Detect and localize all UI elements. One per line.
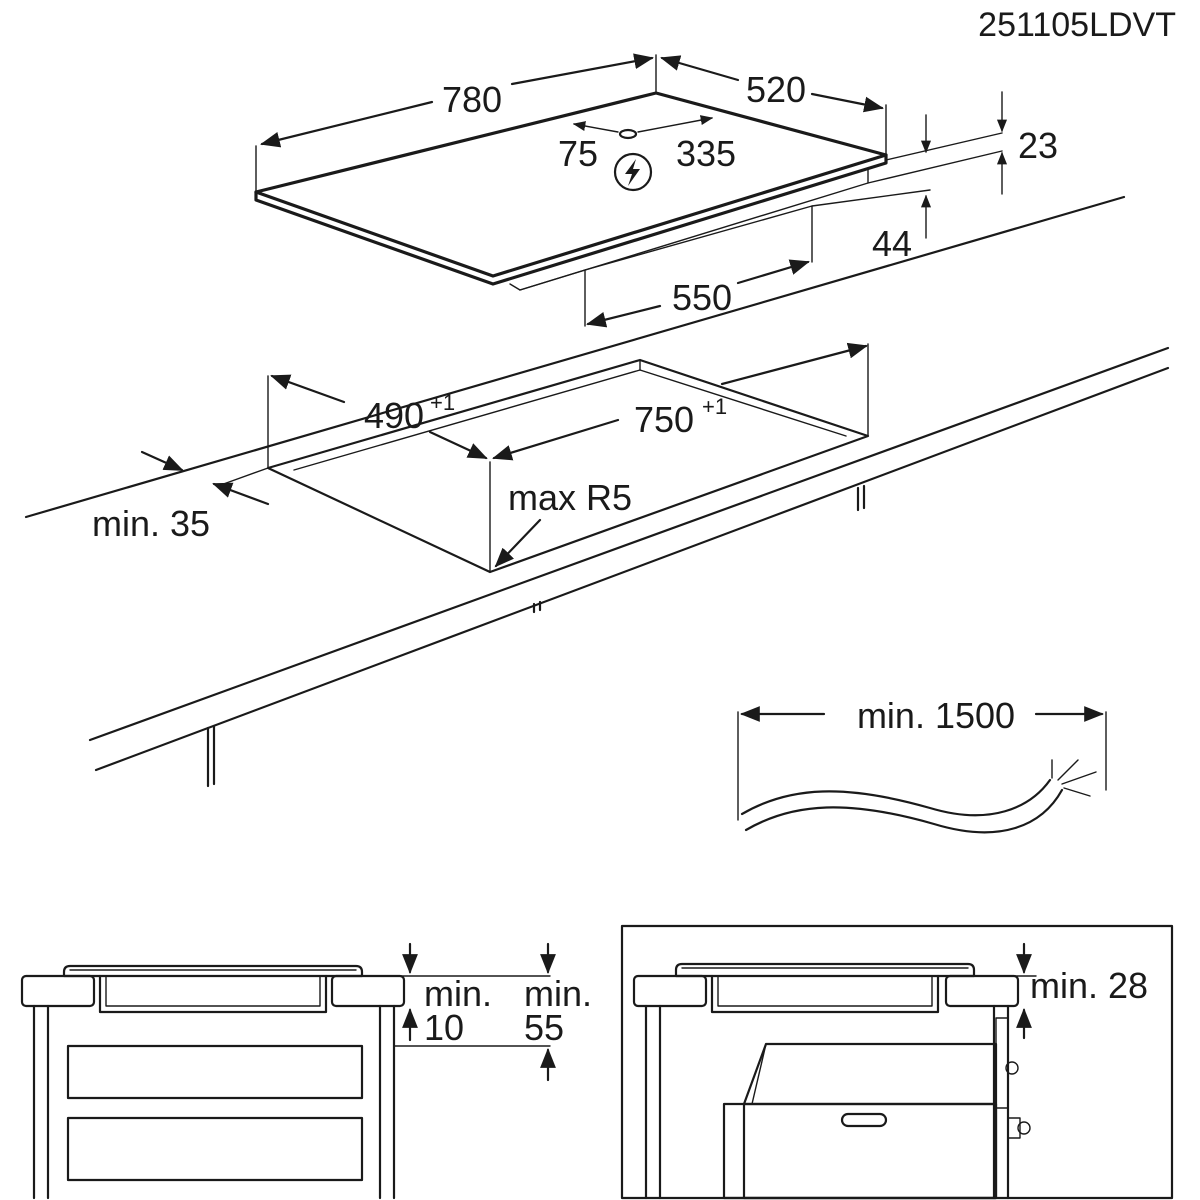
dimension-23: 23 bbox=[867, 91, 1058, 195]
edge-distance-label: min. 35 bbox=[92, 503, 210, 544]
hob-glass-top bbox=[254, 91, 888, 278]
body-height-label: 44 bbox=[872, 223, 912, 264]
cable-length-label: min. 1500 bbox=[857, 695, 1015, 736]
hob-body-edge bbox=[509, 169, 869, 291]
dimension-550: 550 bbox=[586, 259, 810, 328]
oven-handle bbox=[840, 1112, 888, 1128]
body-depth-label: 550 bbox=[672, 277, 732, 318]
connector-hole bbox=[618, 128, 638, 140]
dimension-490: 490 +1 bbox=[270, 374, 488, 460]
dimension-750: 750 +1 bbox=[492, 342, 868, 461]
dimension-max-r5: max R5 bbox=[494, 477, 632, 568]
dimension-44: 44 bbox=[811, 189, 932, 264]
dimension-780: 780 bbox=[255, 53, 657, 193]
hob-drawing bbox=[254, 91, 888, 327]
gap-label-1: min. bbox=[424, 973, 492, 1014]
section-drawer: min. 10 min. 55 bbox=[20, 942, 592, 1200]
corner-radius-label: max R5 bbox=[508, 477, 632, 518]
hob-body-left bbox=[519, 269, 586, 327]
document-code: 251105LDVT bbox=[978, 6, 1176, 44]
hob-glass-edge bbox=[254, 153, 888, 286]
oven-gap-label: min. 28 bbox=[1030, 965, 1148, 1006]
dimension-520: 520 bbox=[660, 55, 887, 156]
hob-width-label: 780 bbox=[442, 79, 502, 120]
gap-value-1: 10 bbox=[424, 1007, 464, 1048]
cutout-width-label: 750 bbox=[634, 399, 694, 440]
cutout-outline bbox=[266, 358, 870, 574]
connector-y-label: 335 bbox=[676, 133, 736, 174]
dimension-min-35: min. 35 bbox=[92, 450, 270, 544]
worktop-drawing bbox=[24, 195, 1170, 788]
gap-label-2: min. bbox=[524, 973, 592, 1014]
gap-value-2: 55 bbox=[524, 1007, 564, 1048]
dimension-connector: 75 335 bbox=[558, 115, 736, 174]
hob-depth-label: 520 bbox=[746, 69, 806, 110]
cutout-width-tolerance: +1 bbox=[702, 394, 727, 419]
lightning-icon bbox=[613, 152, 653, 192]
section-oven: min. 28 bbox=[620, 924, 1174, 1200]
cutout-depth-tolerance: +1 bbox=[430, 390, 455, 415]
cable-drawing: min. 1500 bbox=[737, 695, 1107, 834]
glass-thickness-label: 23 bbox=[1018, 125, 1058, 166]
cutout-depth-label: 490 bbox=[364, 395, 424, 436]
connector-x-label: 75 bbox=[558, 133, 598, 174]
